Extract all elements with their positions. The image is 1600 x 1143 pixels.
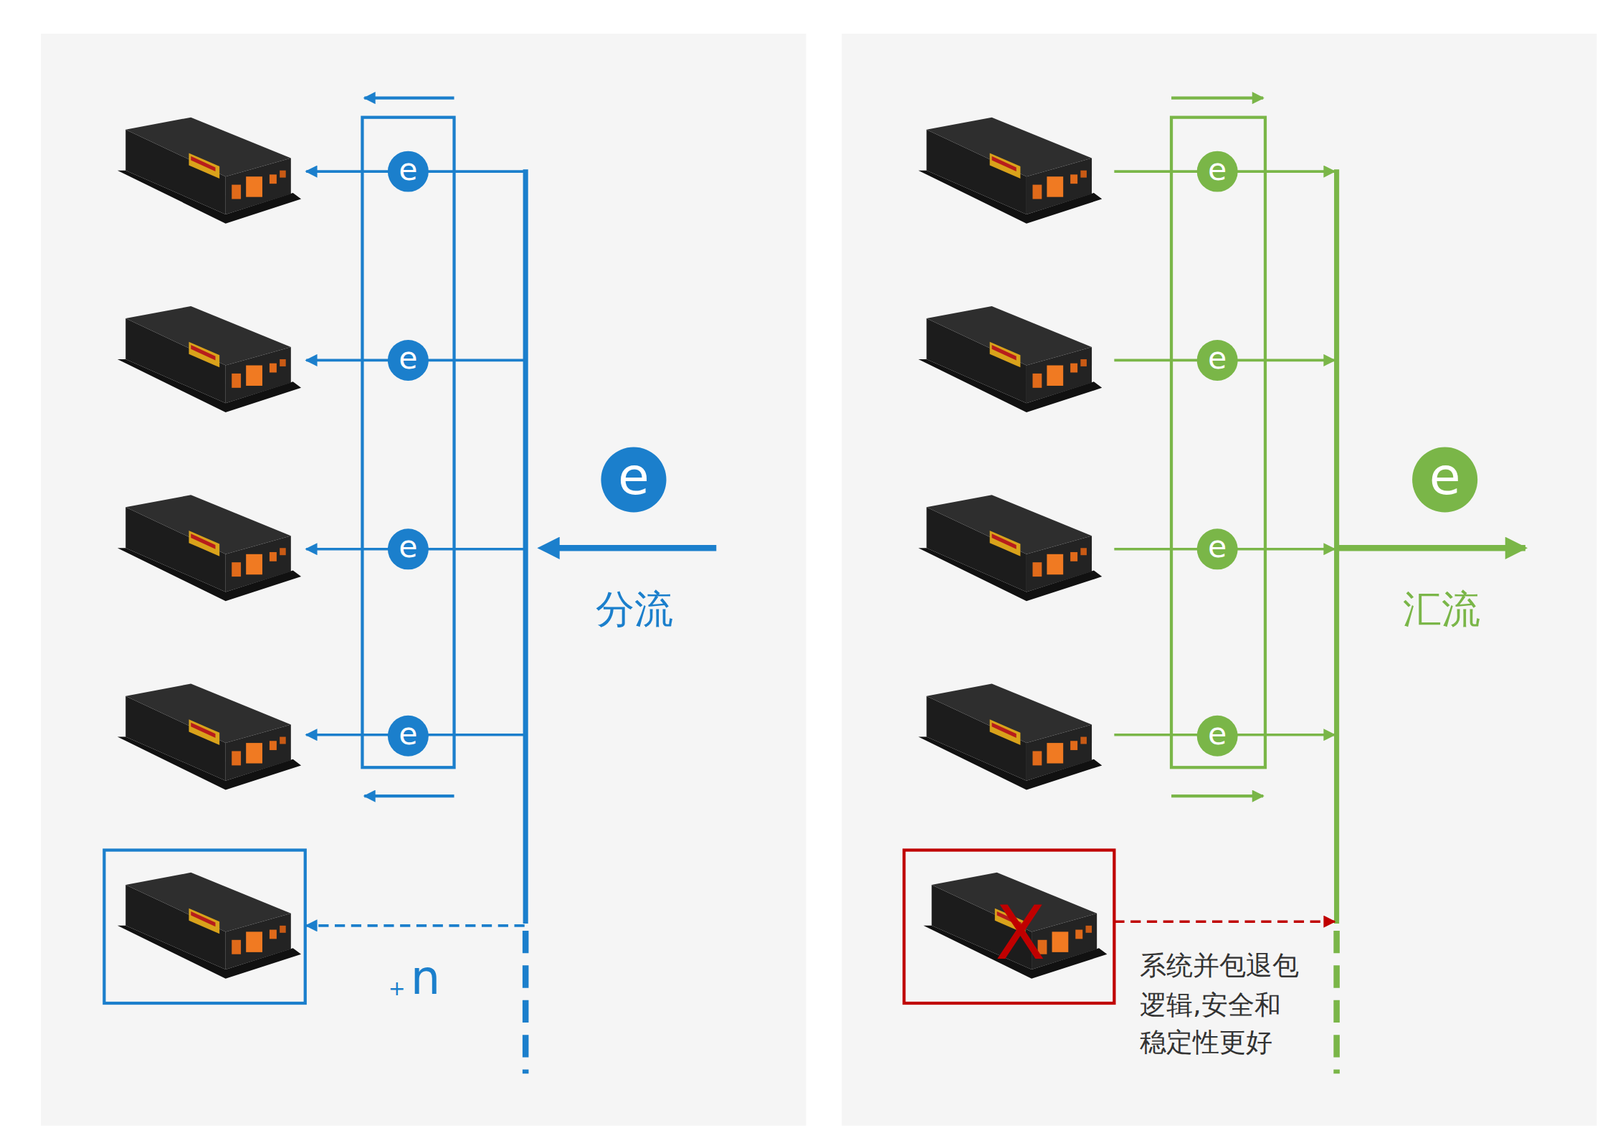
input-arrow	[554, 544, 717, 552]
energy-symbol: e	[1207, 342, 1227, 374]
bracket-frame	[362, 117, 454, 768]
left-panel	[40, 33, 806, 1126]
energy-symbol: e	[1429, 450, 1461, 502]
added-pack-frame	[103, 850, 305, 1003]
removed-mark: X	[994, 893, 1046, 975]
bus-bar	[523, 169, 529, 924]
bracket-frame	[1171, 117, 1266, 768]
battery-pack	[918, 117, 1102, 224]
energy-circle: e	[387, 151, 429, 193]
energy-symbol: e	[398, 531, 418, 563]
battery-pack	[117, 117, 302, 224]
energy-circle: e	[387, 715, 429, 757]
plus-sign: +	[388, 976, 406, 999]
direction-arrow	[364, 96, 454, 99]
battery-pack	[117, 683, 302, 790]
energy-symbol: e	[1207, 718, 1227, 750]
output-energy-circle: e	[1412, 446, 1478, 512]
count-symbol: n	[410, 951, 441, 1004]
energy-symbol: e	[398, 718, 418, 750]
flow-label: 分流	[595, 588, 674, 631]
energy-circle: e	[1197, 528, 1238, 570]
battery-pack	[923, 872, 1107, 979]
flow-label: 汇流	[1402, 588, 1481, 631]
battery-pack	[918, 306, 1102, 413]
energy-circle: e	[1197, 339, 1238, 381]
energy-circle: e	[387, 339, 429, 381]
battery-pack	[117, 306, 302, 413]
energy-symbol: e	[398, 342, 418, 374]
note-text: 系统并包退包 逻辑,安全和 稳定性更好	[1139, 946, 1312, 1063]
bus-bar	[1334, 169, 1340, 924]
added-branch-arrow	[306, 924, 525, 927]
direction-arrow	[1171, 96, 1264, 99]
battery-pack	[918, 683, 1102, 790]
energy-circle: e	[1197, 151, 1238, 193]
energy-symbol: e	[398, 154, 418, 185]
battery-pack	[918, 494, 1102, 601]
energy-symbol: e	[617, 450, 650, 502]
battery-pack	[117, 872, 302, 979]
right-panel	[841, 33, 1597, 1126]
direction-arrow	[364, 794, 454, 798]
bus-bar-extension	[1333, 930, 1340, 1074]
energy-symbol: e	[1207, 531, 1227, 563]
input-energy-circle: e	[600, 446, 666, 512]
removed-pack-frame	[903, 850, 1114, 1003]
removed-branch-arrow	[1113, 919, 1335, 923]
bus-bar-extension	[522, 930, 530, 1074]
energy-symbol: e	[1207, 154, 1227, 185]
energy-circle: e	[1197, 715, 1238, 757]
output-arrow	[1338, 544, 1525, 552]
battery-pack	[117, 494, 302, 601]
energy-circle: e	[387, 528, 429, 570]
direction-arrow	[1171, 794, 1264, 798]
